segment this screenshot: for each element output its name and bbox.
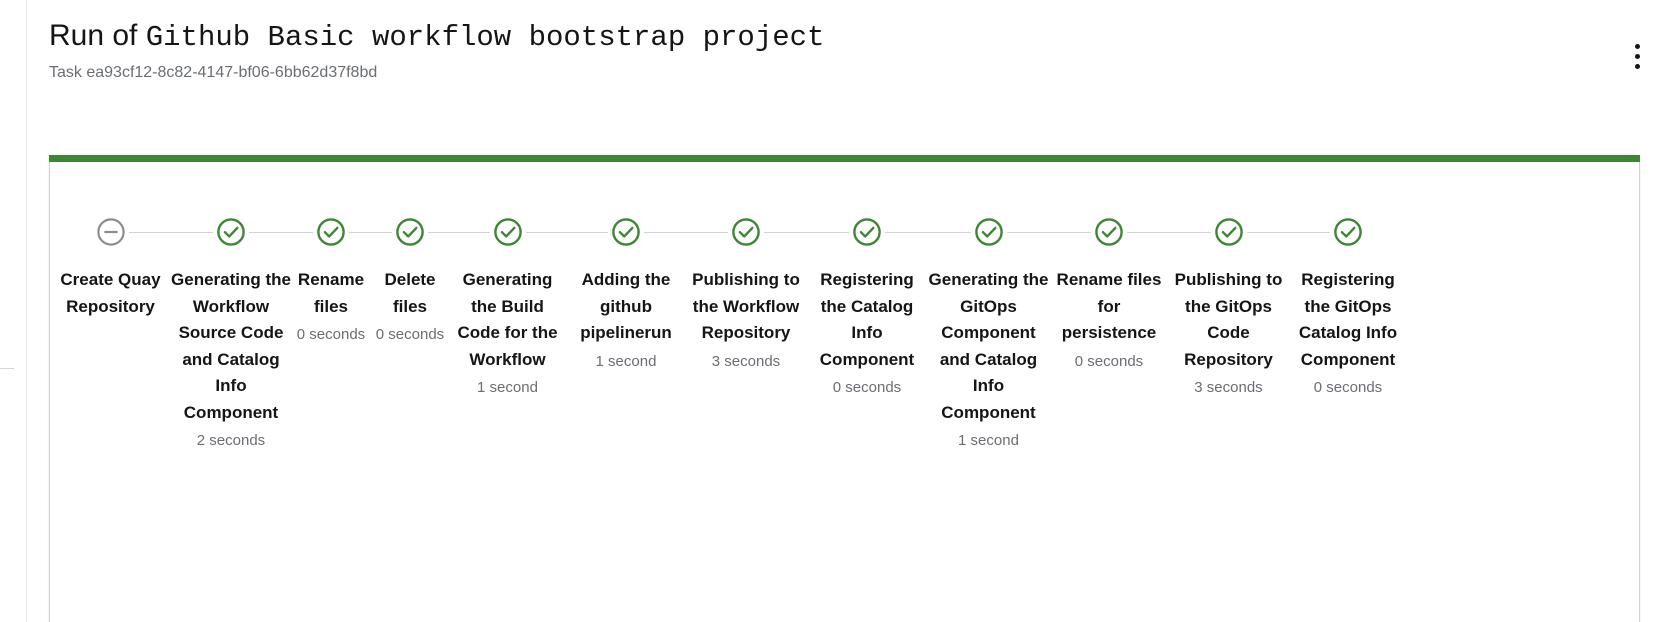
check-circle-icon bbox=[731, 217, 761, 247]
step-label: Publishing to the GitOps Code Repository bbox=[1174, 270, 1283, 369]
left-rail-tick bbox=[0, 368, 14, 369]
step-icon-row bbox=[1270, 217, 1408, 247]
step-duration: 2 seconds bbox=[196, 432, 266, 449]
task-id-subtitle: Task ea93cf12-8c82-4147-bf06-6bb62d37f8b… bbox=[49, 64, 378, 81]
step-connector-left bbox=[431, 232, 490, 233]
step-duration: 0 seconds bbox=[375, 326, 445, 343]
step-connector-left bbox=[353, 232, 392, 233]
minus-circle-icon bbox=[95, 217, 126, 247]
card-status-accent-bar bbox=[49, 155, 1640, 162]
check-circle-icon bbox=[395, 217, 425, 247]
check-circle-icon bbox=[1333, 217, 1363, 247]
step-connector-left bbox=[910, 232, 971, 233]
step-label: Registering the GitOps Catalog Info Comp… bbox=[1298, 270, 1398, 369]
check-circle-icon bbox=[1094, 217, 1124, 247]
step-duration: 0 seconds bbox=[1313, 379, 1383, 396]
page-title-workflow-name: Github Basic workflow bootstrap project bbox=[145, 21, 825, 54]
workflow-step[interactable]: Registering the GitOps Catalog Info Comp… bbox=[1270, 217, 1408, 402]
kebab-menu-icon[interactable] bbox=[1620, 36, 1654, 76]
step-connector-left bbox=[273, 232, 313, 233]
step-duration: 3 seconds bbox=[711, 352, 781, 370]
step-connector-left bbox=[1151, 232, 1211, 233]
workflow-step[interactable]: Adding the github pipelinerun 1 second bbox=[548, 217, 704, 375]
workflow-step[interactable]: Rename files for persistence 0 seconds bbox=[1031, 217, 1187, 375]
step-icon-row bbox=[788, 217, 946, 247]
kebab-dot-2 bbox=[1634, 53, 1640, 59]
step-duration: 0 seconds bbox=[296, 326, 366, 343]
workflow-step[interactable]: Registering the Catalog Info Component 0 … bbox=[788, 217, 946, 402]
check-circle-icon bbox=[611, 217, 641, 247]
step-label: Generating the Build Code for the Workfl… bbox=[457, 270, 558, 369]
step-connector-left bbox=[668, 232, 728, 233]
workflow-step[interactable]: Rename files 0 seconds bbox=[273, 217, 388, 349]
check-circle-icon bbox=[852, 217, 882, 247]
check-circle-icon bbox=[316, 217, 346, 247]
check-circle-icon bbox=[492, 217, 523, 247]
step-duration: 1 second bbox=[477, 379, 538, 396]
step-label: Adding the github pipelinerun bbox=[580, 270, 672, 342]
step-label: Publishing to the Workflow Repository bbox=[692, 270, 800, 342]
page-title-prefix: Run of bbox=[49, 19, 146, 52]
step-connector-left bbox=[153, 232, 213, 233]
workflow-step[interactable]: Publishing to the Workflow Repository 3 s… bbox=[668, 217, 825, 375]
workflow-step[interactable]: Generating the GitOps Component and Cata… bbox=[910, 217, 1067, 455]
step-duration: 3 seconds bbox=[1194, 379, 1263, 396]
kebab-dot-1 bbox=[1634, 43, 1640, 49]
step-connector-right bbox=[249, 232, 289, 233]
workflow-step[interactable]: Generating the Workflow Source Code and … bbox=[153, 217, 291, 455]
step-connector-left bbox=[788, 232, 849, 233]
step-label: Delete files bbox=[384, 270, 436, 316]
workflow-step[interactable]: Generating the Build Code for the Workfl… bbox=[431, 217, 586, 402]
kebab-dot-3 bbox=[1634, 63, 1640, 69]
step-connector-left bbox=[1031, 232, 1091, 233]
step-icon-row bbox=[431, 217, 586, 247]
step-icon-row bbox=[273, 217, 388, 247]
step-label: Generating the Workflow Source Code and … bbox=[171, 270, 291, 422]
step-duration: 1 second bbox=[595, 352, 657, 370]
workflow-step[interactable]: Delete files 0 seconds bbox=[353, 217, 487, 349]
step-connector-left bbox=[548, 232, 608, 233]
check-circle-icon bbox=[216, 217, 246, 247]
step-label: Registering the Catalog Info Component bbox=[819, 270, 915, 369]
step-label: Create Quay Repository bbox=[60, 270, 161, 316]
step-label: Rename files for persistence bbox=[1056, 270, 1162, 342]
step-duration: 1 second bbox=[958, 432, 1019, 449]
step-label: Generating the GitOps Component and Cata… bbox=[928, 270, 1049, 422]
step-duration: 0 seconds bbox=[832, 379, 902, 396]
workflow-step[interactable]: Publishing to the GitOps Code Repository… bbox=[1151, 217, 1307, 402]
step-duration: 0 seconds bbox=[1074, 352, 1144, 370]
page-title: Run of Github Basic workflow bootstrap p… bbox=[49, 14, 1636, 60]
check-circle-icon bbox=[973, 217, 1004, 247]
step-label: Rename files bbox=[297, 270, 365, 316]
left-rail-divider bbox=[26, 0, 27, 622]
step-icon-row bbox=[153, 217, 291, 247]
step-connector-left bbox=[1270, 232, 1330, 233]
page-header: Run of Github Basic workflow bootstrap p… bbox=[49, 14, 1636, 84]
check-circle-icon bbox=[1213, 217, 1244, 247]
step-icon-row bbox=[1031, 217, 1187, 247]
